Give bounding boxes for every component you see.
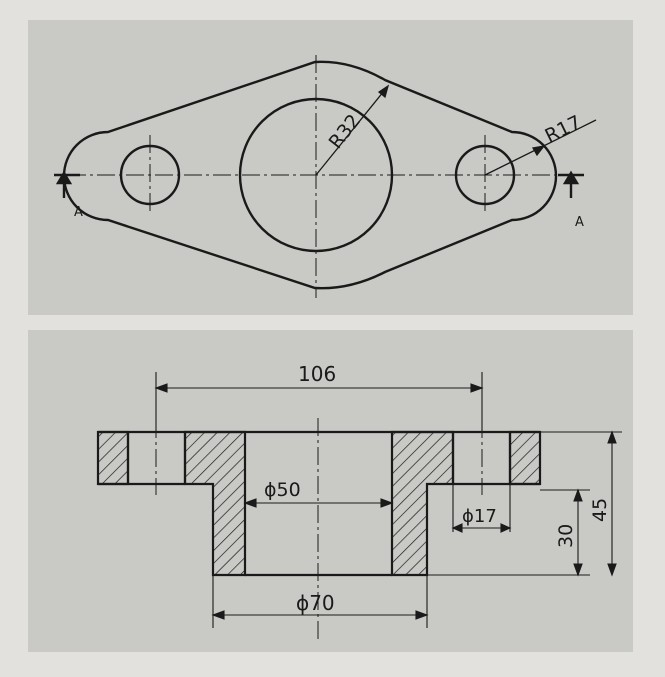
hatched-sections: [96, 430, 542, 577]
section-label-left: A: [74, 205, 83, 220]
hatch-left-flange: [96, 430, 130, 486]
dim-center-distance: 106: [298, 362, 336, 386]
section-markers: [54, 170, 584, 198]
section-label-right: A: [575, 215, 584, 230]
hatch-right-flange: [508, 430, 542, 486]
section-centerlines: [155, 418, 483, 640]
section-view-panel: [28, 330, 633, 652]
dim-boss-diameter: ϕ70: [296, 591, 335, 615]
hatch-right-boss: [390, 430, 455, 577]
radius-large-label: R32: [325, 110, 365, 153]
dim-flange-height: 30: [555, 524, 577, 548]
radius-small-label: R17: [542, 111, 585, 147]
dim-bore-diameter: ϕ50: [264, 479, 301, 501]
top-view-centerlines: [68, 55, 575, 298]
dimension-lines: [154, 372, 622, 628]
top-view-panel: [28, 20, 633, 315]
radius-leaders: [315, 84, 597, 176]
dim-hole-diameter: ϕ17: [462, 506, 497, 527]
hatch-left-boss: [183, 430, 247, 577]
dim-total-height: 45: [589, 498, 611, 522]
